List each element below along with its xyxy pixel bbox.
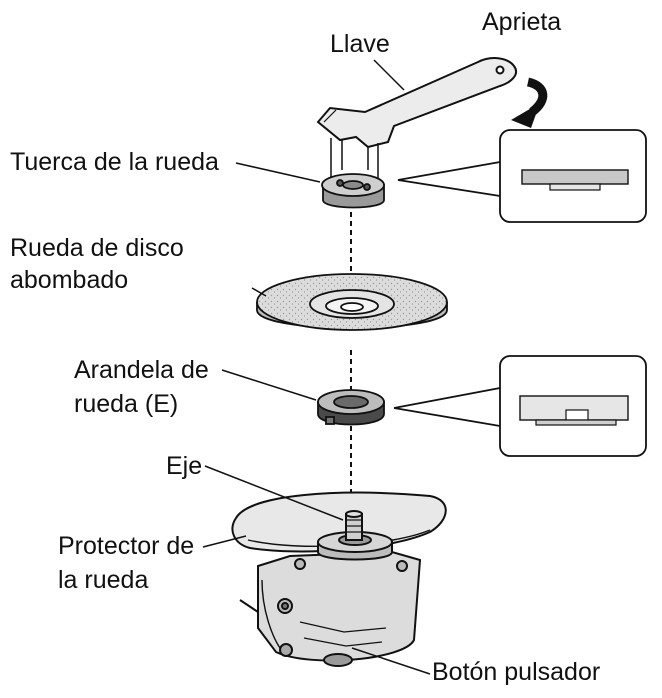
label-disc-line2: abombado [10, 266, 129, 294]
nut-detail-callout [397, 129, 647, 223]
grinding-disc-drawing [256, 273, 448, 331]
wheel-washer-drawing [317, 389, 385, 426]
label-shaft-lock: Botón pulsador [432, 658, 601, 686]
curved-arrow-icon [511, 77, 548, 128]
wrench-pins [330, 138, 379, 180]
leader-lines [202, 59, 431, 675]
label-tighten: Aprieta [482, 8, 562, 36]
washer-detail-callout [393, 355, 647, 457]
wrench-drawing [316, 57, 518, 149]
label-wheel-nut: Tuerca de la rueda [10, 148, 219, 176]
label-guard-line1: Protector de [58, 532, 195, 560]
label-washer-line1: Arandela de [74, 356, 209, 384]
label-guard-line2: la rueda [58, 566, 149, 594]
label-wrench: Llave [330, 30, 390, 58]
label-spindle: Eje [166, 452, 203, 480]
label-disc-line1: Rueda de disco [10, 234, 184, 262]
wheel-nut-drawing [321, 173, 385, 209]
label-washer-line2: rueda (E) [74, 390, 179, 418]
grinder-body-drawing [231, 491, 447, 667]
